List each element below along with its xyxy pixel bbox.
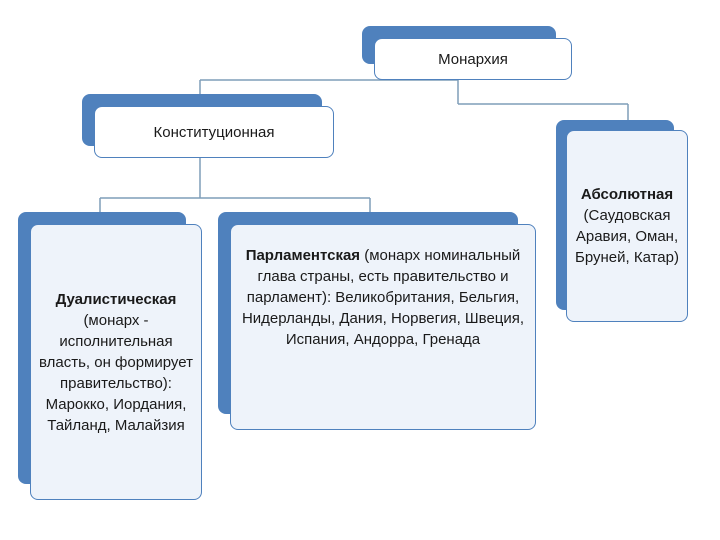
- parliamentary-text: (монарх номинальный глава страны, есть п…: [241, 247, 525, 348]
- dualistic-title: Дуалистическая: [55, 290, 177, 308]
- parliamentary-node-box: Парламентская (монарх номинальный глава …: [230, 224, 536, 430]
- absolute-node-box: Абсолютная (Саудовская Аравия, Оман, Бру…: [566, 130, 688, 322]
- absolute-title: Абсолютная: [580, 186, 674, 203]
- dualistic-text: (монарх - исполнительная власть, он форм…: [39, 311, 193, 434]
- root-label: Монархия: [438, 50, 508, 68]
- constitutional-node-box: Конституционная: [94, 106, 334, 158]
- dualistic-node-box: Дуалистическая (монарх - исполнительная …: [30, 224, 202, 500]
- root-node-box: Монархия: [374, 38, 572, 80]
- parliamentary-title: Парламентская: [245, 247, 361, 264]
- absolute-text: (Саудовская Аравия, Оман, Бруней, Катар): [575, 207, 679, 266]
- constitutional-label: Конституционная: [153, 123, 275, 141]
